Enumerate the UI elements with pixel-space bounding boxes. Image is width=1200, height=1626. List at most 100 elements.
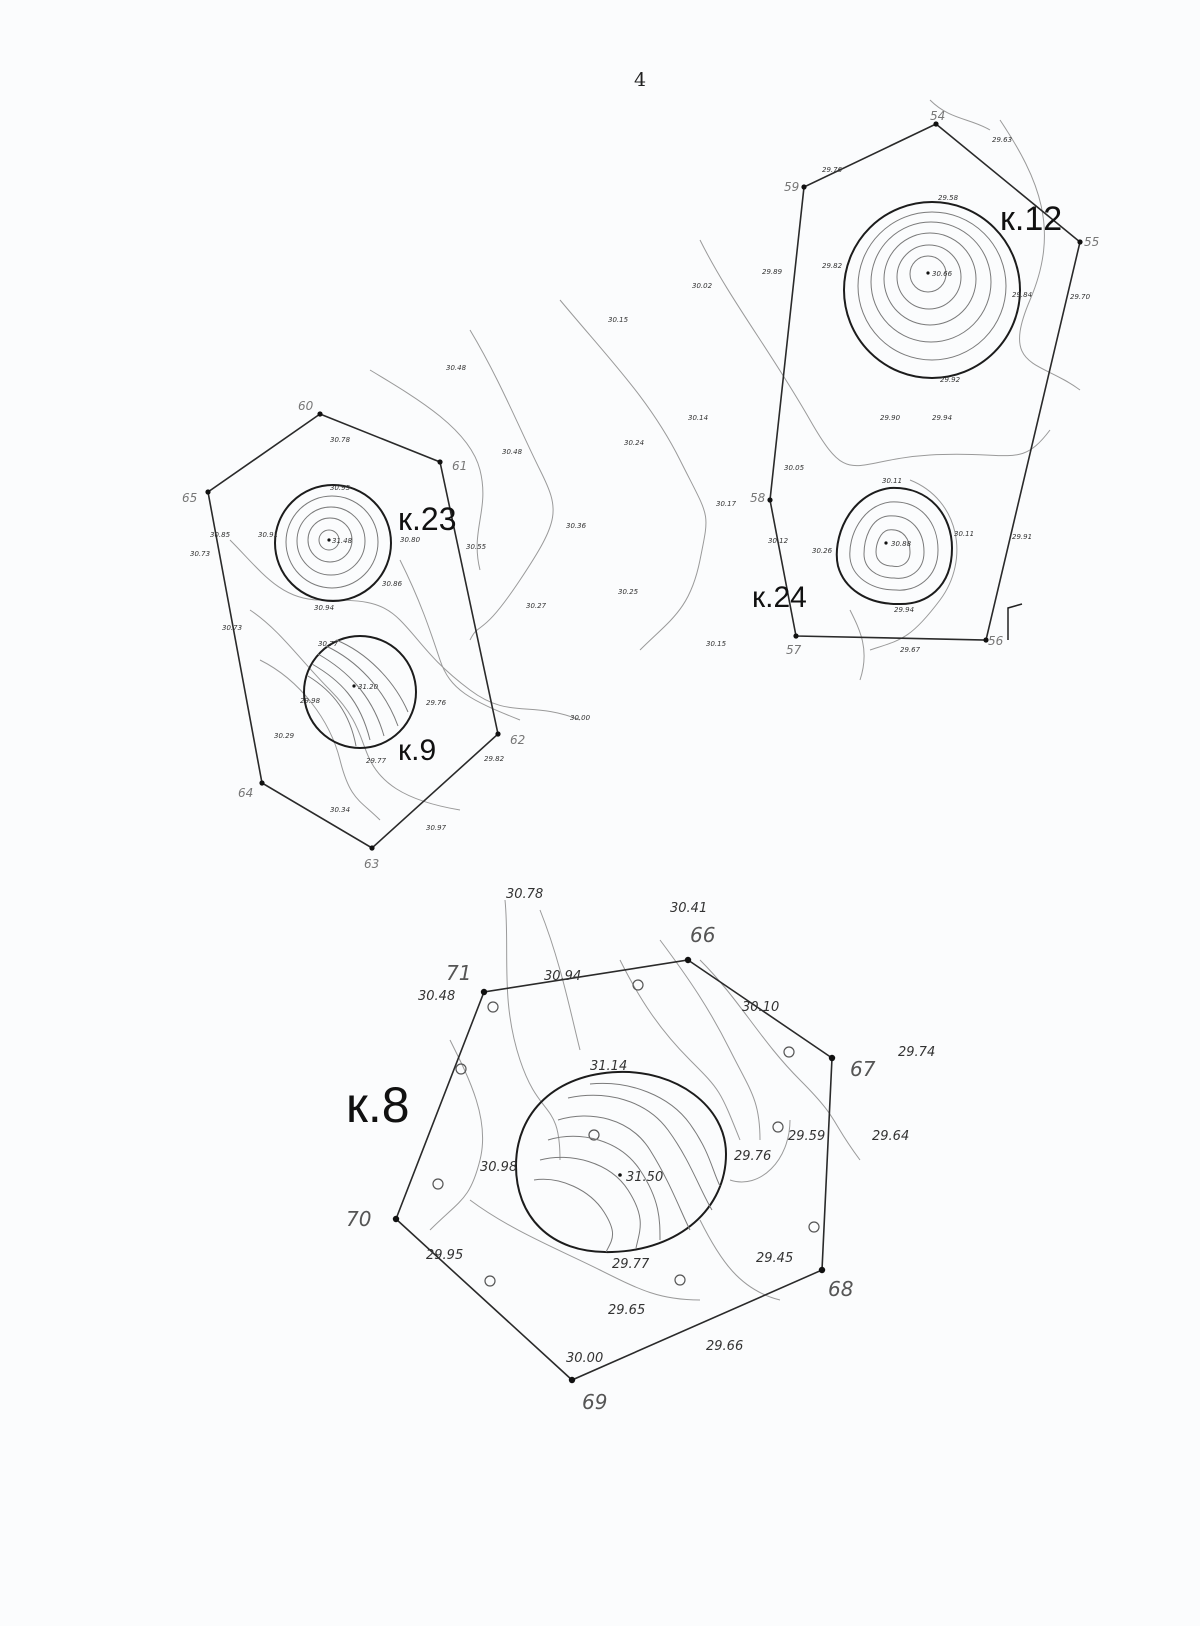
rim-elevation: 30.77 <box>318 640 339 648</box>
spot-height: 30.17 <box>716 500 737 508</box>
spot-height: 29.76 <box>426 699 447 707</box>
boundary-vertex <box>205 489 211 495</box>
vertex-label: 57 <box>786 643 802 657</box>
contour-line <box>699 1219 781 1301</box>
spot-height: 30.48 <box>418 989 455 1004</box>
rim-elevation: 30.11 <box>882 477 902 485</box>
contour-line <box>619 959 741 1141</box>
spot-height: 30.97 <box>426 824 447 832</box>
spot-height: 30.27 <box>526 602 547 610</box>
spot-height: 29.89 <box>762 268 783 276</box>
rim-elevation: 29.82 <box>822 262 843 270</box>
contour-line <box>999 119 1081 391</box>
kurgan-k12-outline <box>843 201 1021 379</box>
rim-elevation: 29.77 <box>612 1257 650 1272</box>
contour-line <box>870 221 992 343</box>
contour-line <box>699 959 861 1161</box>
contour-line <box>567 1094 713 1211</box>
survey-marker <box>632 979 644 991</box>
boundary-vertex <box>767 497 773 503</box>
boundary-vertex <box>818 1266 826 1274</box>
boundary-vertex <box>317 411 323 417</box>
boundary-vertex <box>933 121 939 127</box>
boundary-vertex <box>684 956 692 964</box>
spot-point <box>352 684 356 688</box>
contour-line <box>849 609 865 681</box>
boundary-vertex <box>259 780 265 786</box>
vertex-label: 63 <box>364 857 379 871</box>
spot-height: 30.12 <box>768 537 789 545</box>
boundary-vertex <box>369 845 375 851</box>
contour-line <box>311 663 371 741</box>
spot-height: 30.00 <box>570 714 591 722</box>
contour-line <box>318 529 340 551</box>
contour-line <box>249 609 461 811</box>
spot-height: 30.78 <box>506 887 543 902</box>
rim-elevation: 30.80 <box>400 536 421 544</box>
vertex-label: 59 <box>784 180 799 194</box>
vertex-label: 71 <box>446 961 471 985</box>
center-elevation: 31.48 <box>332 537 353 545</box>
vertex-label: 70 <box>346 1207 371 1231</box>
spot-height: 30.73 <box>222 624 242 632</box>
survey-marker <box>484 1275 496 1287</box>
kurgan-k23-outline <box>274 484 392 602</box>
contour-line <box>369 369 484 571</box>
spot-height: 29.66 <box>706 1339 743 1354</box>
contour-line <box>909 255 947 293</box>
contour-line <box>259 659 381 821</box>
spot-height: 29.82 <box>484 755 505 763</box>
contour-line <box>539 1156 641 1249</box>
contour-line <box>729 1119 791 1183</box>
survey-marker <box>432 1178 444 1190</box>
spot-height: 30.29 <box>274 732 295 740</box>
contour-line <box>929 99 991 131</box>
spot-height: 29.91 <box>1012 533 1032 541</box>
contour-line <box>559 299 707 651</box>
spot-height: 30.78 <box>330 436 351 444</box>
vertex-label: 61 <box>452 459 467 473</box>
spot-height: 30.25 <box>618 588 639 596</box>
plan-k23-k9: 60 61 62 63 64 65 31.48 30.95 30.91 30.8… <box>182 329 591 871</box>
spot-height: 30.15 <box>706 640 727 648</box>
spot-height: 29.45 <box>756 1251 793 1266</box>
boundary-vertex <box>392 1215 400 1223</box>
vertex-label: 66 <box>690 923 715 947</box>
contour-line <box>285 495 379 589</box>
spot-height: 30.24 <box>624 439 644 447</box>
spot-height: 29.64 <box>872 1129 909 1144</box>
contour-line <box>533 1178 613 1253</box>
spot-height: 30.14 <box>688 414 708 422</box>
rim-elevation: 29.76 <box>734 1149 771 1164</box>
vertex-label: 64 <box>238 786 253 800</box>
spot-height: 30.48 <box>446 364 467 372</box>
spot-height: 30.48 <box>502 448 523 456</box>
boundary-vertex <box>568 1376 576 1384</box>
contour-line <box>469 1199 701 1301</box>
boundary-vertex <box>983 637 989 643</box>
rim-elevation: 29.94 <box>894 606 914 614</box>
contour-line <box>875 529 911 567</box>
vertex-label: 65 <box>182 491 197 505</box>
spot-height: 30.41 <box>670 901 707 916</box>
spot-point <box>327 538 331 542</box>
contour-line <box>335 639 409 713</box>
contour-line <box>589 1082 721 1187</box>
kurgan-label-k8: к.8 <box>346 1077 410 1133</box>
kurgan-label-k12: к.12 <box>1000 200 1062 238</box>
rim-elevation: 29.84 <box>1012 291 1032 299</box>
spot-height: 29.74 <box>898 1045 935 1060</box>
spot-point <box>618 1173 622 1177</box>
contour-line <box>699 239 1051 467</box>
boundary-vertex <box>1077 239 1083 245</box>
contour-line <box>229 539 581 721</box>
kurgan-label-k23: к.23 <box>398 501 456 537</box>
spot-height: 29.63 <box>992 136 1012 144</box>
page-number: 4 <box>634 69 646 91</box>
kurgan-k24-outline <box>835 486 954 606</box>
site-boundary <box>207 413 499 849</box>
vertex-label: 68 <box>828 1277 853 1301</box>
contour-line <box>557 1115 691 1231</box>
survey-marker <box>772 1121 784 1133</box>
